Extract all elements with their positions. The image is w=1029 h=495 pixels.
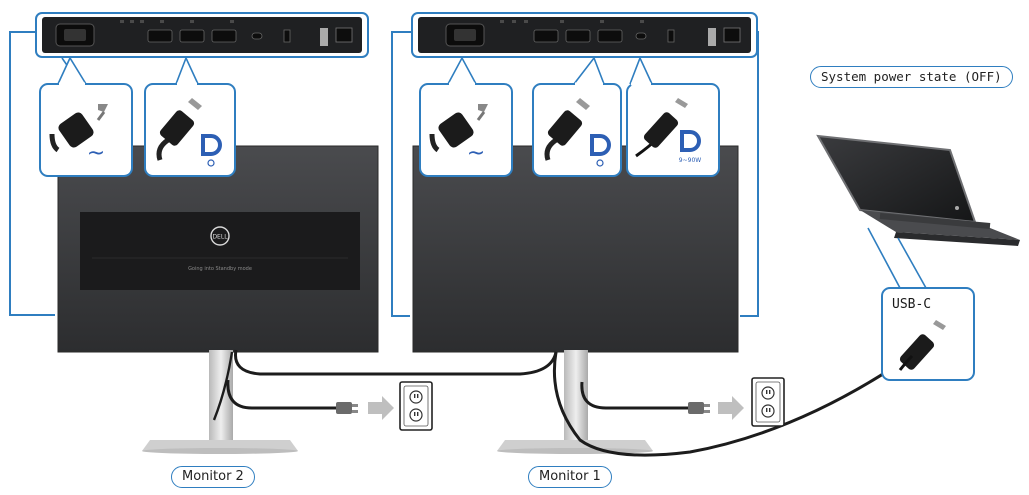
svg-text:~: ~ [87,141,105,166]
cables [212,349,913,457]
power-plug-monitor-1 [688,377,785,427]
wall-outlet-icon [751,377,785,427]
callout-power-monitor-2: ~ [39,56,133,177]
svg-text:9~90W: 9~90W [679,157,701,164]
callout-displayport-in-monitor-1 [532,56,622,177]
power-plug-monitor-2 [336,381,433,431]
wall-outlet-icon [399,381,433,431]
system-power-state-label: System power state (OFF) [810,66,1013,88]
callout-power-monitor-1: ~ [419,56,513,177]
displayport-icon [590,134,611,167]
standby-message: Going into Standby mode [188,266,252,272]
callout-usb-c-laptop [867,227,975,381]
svg-text:DELL: DELL [212,234,228,241]
laptop [816,134,1020,246]
svg-text:~: ~ [467,141,485,166]
power-plug-icon [49,104,108,153]
usb-c-label: USB-C [892,297,932,312]
dell-logo-icon: DELL [210,226,230,246]
displayport-icon [201,134,222,167]
callout-displayport-monitor-2 [144,55,236,177]
port-panel-monitor-2 [35,12,369,58]
usb-c-icon: 9~90W [679,130,701,164]
monitor-1-label: Monitor 1 [528,466,612,488]
monitor-2-label: Monitor 2 [171,466,255,488]
port-panel-monitor-1 [411,12,758,58]
callout-usb-c-monitor-1: 9~90W [626,55,720,177]
power-plug-icon [429,104,488,153]
